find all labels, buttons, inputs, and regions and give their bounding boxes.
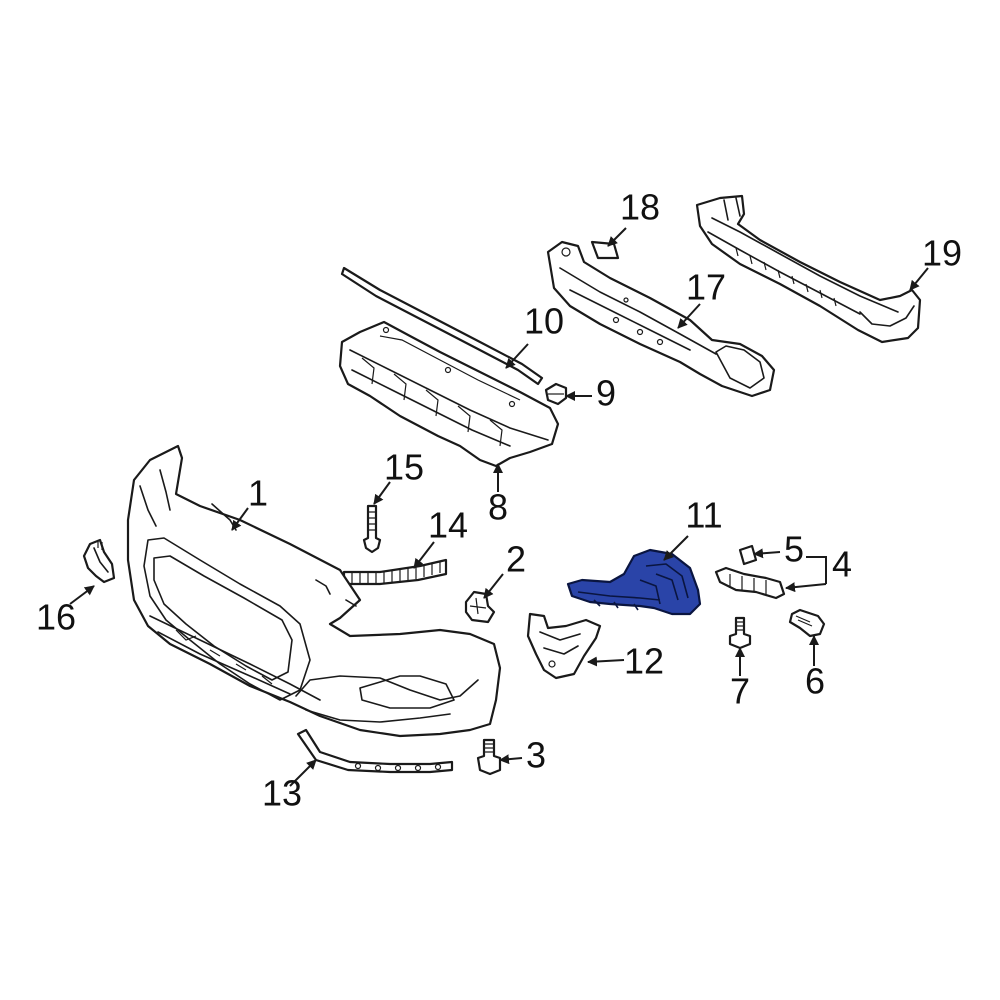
part-6-bolt[interactable] xyxy=(788,608,826,638)
leader-3 xyxy=(499,754,523,765)
callout-10: 10 xyxy=(524,301,564,342)
part-17-impact-bar[interactable] xyxy=(546,240,776,398)
leader-lines xyxy=(69,227,929,787)
callout-5: 5 xyxy=(784,529,804,570)
callout-13: 13 xyxy=(262,773,302,814)
part-12-bracket[interactable] xyxy=(526,612,602,680)
leader-12 xyxy=(587,656,625,667)
callout-labels: 1 2 3 4 5 6 7 8 9 10 11 12 13 14 15 16 1… xyxy=(36,187,962,814)
part-4-garnish[interactable] xyxy=(714,566,786,600)
part-8-upper-support[interactable] xyxy=(338,320,560,468)
leader-4b xyxy=(806,556,827,567)
leader-17 xyxy=(677,303,701,329)
part-2-retainer[interactable] xyxy=(464,590,496,624)
callout-11: 11 xyxy=(685,495,722,536)
callout-15: 15 xyxy=(384,447,424,488)
leader-15 xyxy=(373,481,391,505)
callout-17: 17 xyxy=(686,267,726,308)
callout-7: 7 xyxy=(730,671,750,712)
part-14-trim-strip[interactable] xyxy=(342,558,448,586)
callout-9: 9 xyxy=(596,373,616,414)
leader-19 xyxy=(909,267,929,291)
leader-14 xyxy=(413,541,435,569)
callout-1: 1 xyxy=(248,473,268,514)
part-16-bracket[interactable] xyxy=(82,538,116,584)
part-7-screw[interactable] xyxy=(728,616,752,650)
leader-1 xyxy=(231,507,249,531)
callout-4: 4 xyxy=(832,544,852,585)
leader-18 xyxy=(607,227,627,247)
leader-5 xyxy=(753,548,781,559)
leader-2 xyxy=(483,573,504,599)
leader-4c xyxy=(785,582,827,593)
callout-2: 2 xyxy=(506,539,526,580)
callout-12: 12 xyxy=(624,641,664,682)
part-18-clip[interactable] xyxy=(590,240,620,260)
part-5-pad[interactable] xyxy=(738,544,758,566)
part-9-push-nut[interactable] xyxy=(544,382,568,406)
callout-6: 6 xyxy=(805,661,825,702)
leader-10 xyxy=(505,343,529,369)
callout-8: 8 xyxy=(488,487,508,528)
callout-3: 3 xyxy=(526,735,546,776)
part-11-fog-lamp-bracket[interactable] xyxy=(566,548,702,616)
part-3-bolt[interactable] xyxy=(476,738,502,776)
part-13-lower-molding[interactable] xyxy=(296,728,454,774)
leader-16 xyxy=(69,585,95,605)
part-19-reinforcement-beam[interactable] xyxy=(695,194,922,344)
leader-13 xyxy=(289,759,317,787)
callout-18: 18 xyxy=(620,187,660,228)
callout-19: 19 xyxy=(922,233,962,274)
callout-16: 16 xyxy=(36,597,76,638)
part-10-seal-strip[interactable] xyxy=(340,266,544,386)
part-15-stud[interactable] xyxy=(362,504,382,554)
callout-14: 14 xyxy=(428,505,468,546)
leader-11 xyxy=(663,535,689,561)
part-1-bumper-cover[interactable] xyxy=(126,444,502,738)
